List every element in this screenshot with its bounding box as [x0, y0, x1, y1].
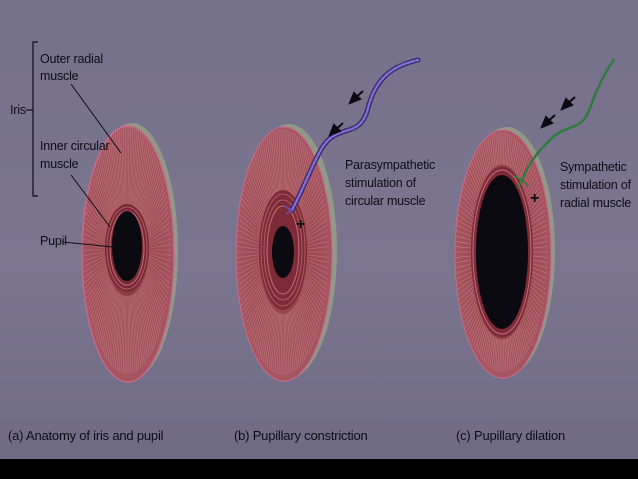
- eye-c-pupil: [476, 175, 528, 329]
- sympathetic-label-line1: Sympathetic: [560, 160, 627, 174]
- plus-sign-c: +: [530, 190, 540, 207]
- eye-a-anatomy: [81, 123, 178, 383]
- outer-radial-label-line1: Outer radial: [40, 52, 103, 66]
- sympathetic-label-line2: stimulation of: [560, 178, 631, 192]
- eye-b-pupil: [272, 226, 294, 278]
- outer-radial-label-line2: muscle: [40, 69, 79, 83]
- arrow-icon: [328, 122, 344, 137]
- eye-c-dilation: [454, 58, 616, 379]
- eye-a-pupil: [112, 211, 142, 281]
- iris-bracket: [26, 41, 38, 197]
- sympathetic-nerve: [520, 58, 616, 182]
- parasympathetic-label-line3: circular muscle: [345, 194, 426, 208]
- leader-lines: [62, 83, 122, 248]
- parasympathetic-label-line1: Parasympathetic: [345, 158, 436, 172]
- plus-sign-b: +: [296, 216, 306, 233]
- inner-circular-label-line1: Inner circular: [40, 139, 110, 153]
- caption-a: (a) Anatomy of iris and pupil: [8, 428, 164, 443]
- eye-b-constriction: [235, 57, 421, 382]
- sympathetic-label-line3: radial muscle: [560, 196, 632, 210]
- bottom-frame: [0, 459, 638, 479]
- caption-c: (c) Pupillary dilation: [456, 428, 566, 443]
- arrow-icon: [540, 114, 556, 129]
- pupil-label: Pupil: [40, 234, 67, 248]
- arrow-icon: [560, 96, 576, 111]
- iris-label: Iris: [10, 103, 26, 117]
- arrow-icon: [348, 90, 364, 105]
- inner-circular-label-line2: muscle: [40, 157, 79, 171]
- caption-b: (b) Pupillary constriction: [234, 428, 368, 443]
- parasympathetic-label-line2: stimulation of: [345, 176, 416, 190]
